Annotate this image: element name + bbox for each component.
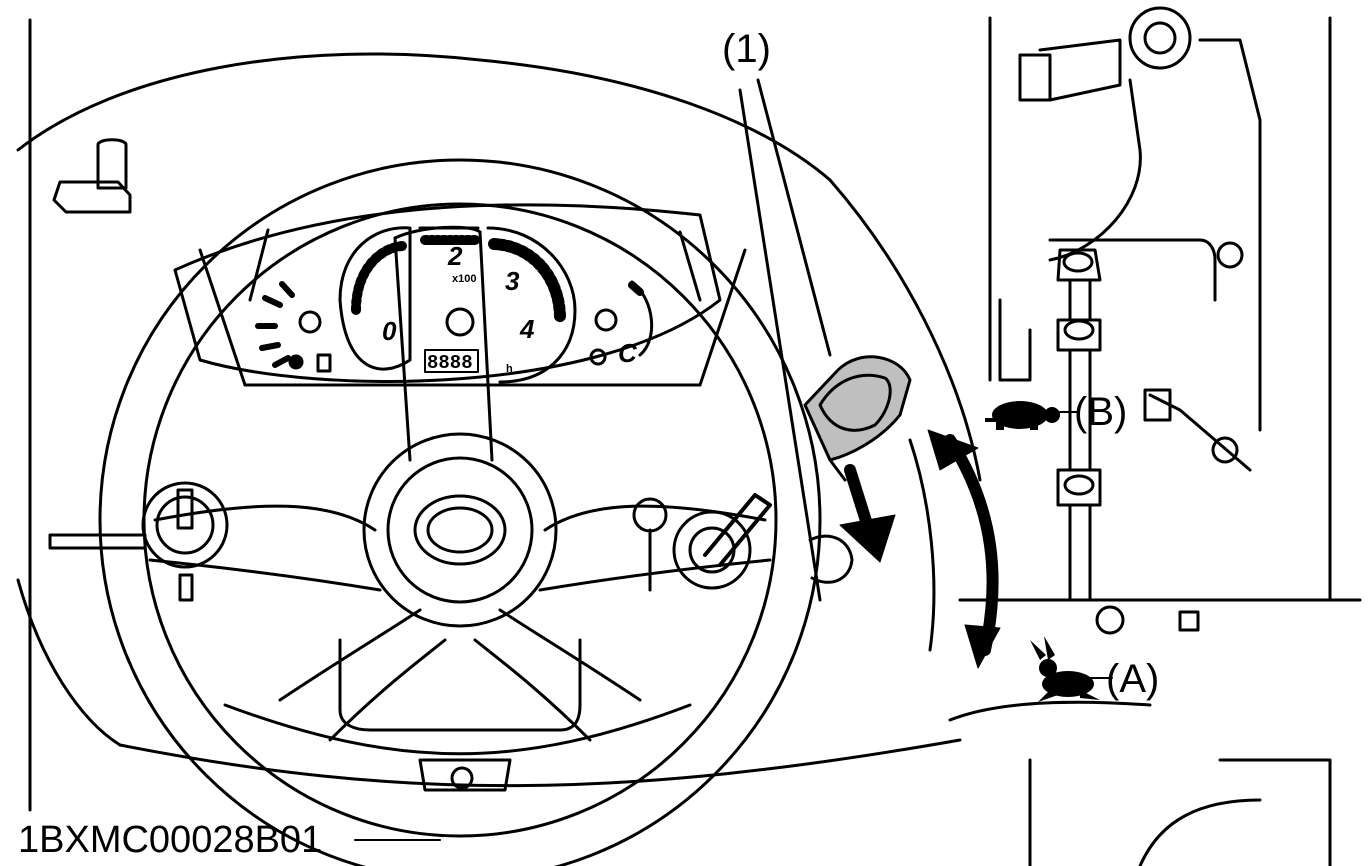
temperature-gauge [589,280,654,366]
tach-number-2: 2 [447,241,463,271]
turtle-icon [985,401,1060,430]
tach-number-4: 4 [519,314,535,344]
hour-unit: h [506,363,513,375]
lever-down-arrowhead [839,514,896,563]
figure-code: 1BXMC00028B01 [18,819,322,861]
hand-throttle-lever [803,355,912,482]
tach-unit: x100 [452,273,476,285]
callout-a: (A) [1106,657,1159,701]
inset-linkage [998,6,1262,472]
odometer: 8888 [427,352,473,374]
light-switch-knob [48,481,229,602]
ignition-area [632,493,854,592]
inset-view-frame [948,16,1362,722]
inset-rod-nuts [1056,248,1102,602]
instrument-cluster [173,203,747,387]
tach-number-3: 3 [505,266,520,296]
callout-1: (1) [722,27,771,71]
steering-column [223,638,692,792]
temp-mark: C [618,338,638,368]
turn-signal-stalk [52,138,132,214]
dashboard-housing [16,18,982,812]
inset-lower-panel [1028,605,1332,866]
range-arrowhead-top [927,429,979,471]
range-arrowhead-bottom [964,624,1001,669]
callout-leader-1 [756,78,832,357]
tach-number-0: 0 [382,316,397,346]
fuel-gauge [255,281,332,373]
rabbit-icon [1030,636,1100,702]
range-double-arrow [944,434,999,656]
callout-b: (B) [1074,390,1127,434]
